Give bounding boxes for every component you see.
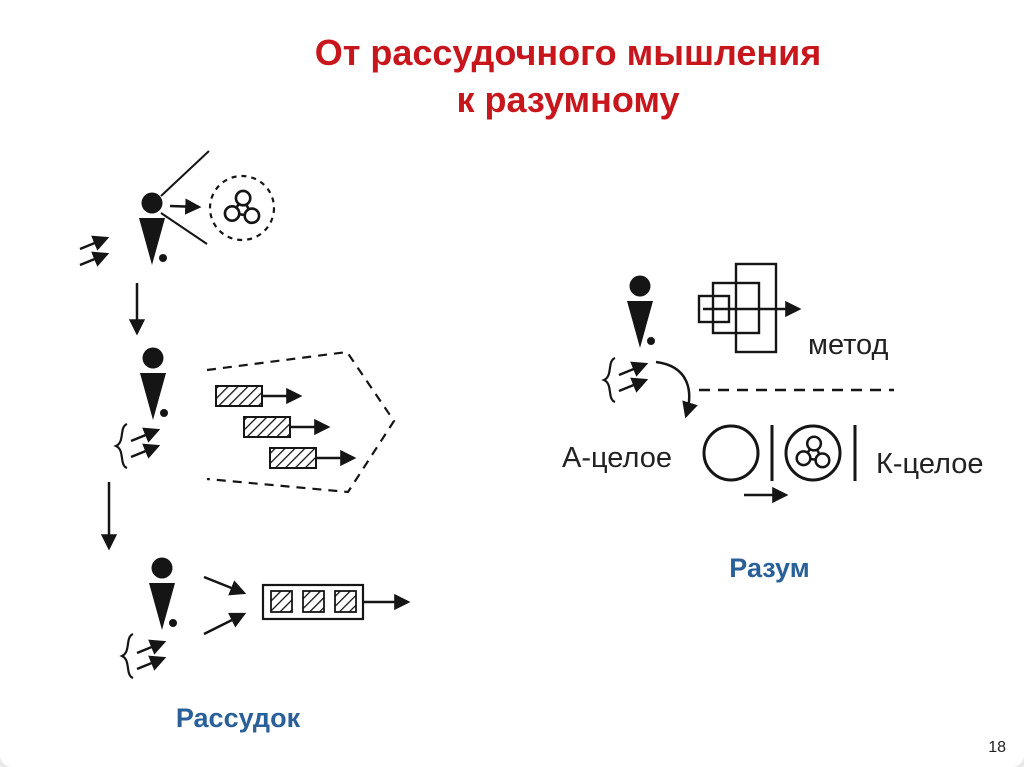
person-icon — [140, 347, 168, 420]
hatched-box-icon — [269, 447, 357, 469]
view-cone-lines — [160, 150, 210, 245]
dashed-big-arrow — [206, 350, 396, 494]
dashed-circle-icon — [208, 174, 276, 242]
hatched-box-icon — [215, 385, 303, 407]
double-arrow-icon — [131, 430, 158, 457]
reason-caption: Разум — [729, 553, 810, 583]
a-whole-circle-icon — [702, 424, 760, 482]
double-arrow-icon — [137, 642, 164, 669]
arrow-to-concept — [169, 198, 202, 215]
stage2-group — [114, 347, 396, 494]
converging-arrow-top — [203, 575, 247, 596]
machine-box-icon — [261, 583, 365, 621]
curved-arrow — [655, 360, 698, 419]
k-whole-label: К-целое — [876, 448, 984, 480]
stage3-group — [120, 557, 411, 680]
molecule-icon — [795, 435, 831, 469]
double-arrow-icon — [80, 238, 107, 265]
curly-brace-icon — [114, 422, 129, 470]
person-icon — [139, 192, 167, 265]
reason-group: метод А-целое К-целое — [562, 262, 984, 504]
slide-title-line2: к разумному — [456, 78, 680, 120]
intellect-caption: Рассудок — [175, 703, 301, 733]
double-arrow-icon — [619, 364, 646, 391]
person-icon — [149, 557, 177, 630]
curly-brace-icon — [120, 632, 135, 680]
curly-brace-icon — [602, 356, 617, 404]
k-whole-circle-icon — [784, 424, 842, 482]
hatched-box-icon — [243, 416, 331, 438]
method-label: метод — [808, 329, 889, 361]
a-whole-label: А-целое — [562, 442, 672, 474]
stage1-group — [80, 150, 276, 265]
slide-title: От рассудочного мышления к разумному — [112, 30, 1024, 124]
page-number: 18 — [988, 739, 1006, 756]
molecule-icon — [223, 189, 261, 225]
person-icon — [627, 275, 655, 348]
slide-title-line1: От рассудочного мышления — [314, 32, 822, 73]
converging-arrow-bottom — [203, 612, 247, 636]
